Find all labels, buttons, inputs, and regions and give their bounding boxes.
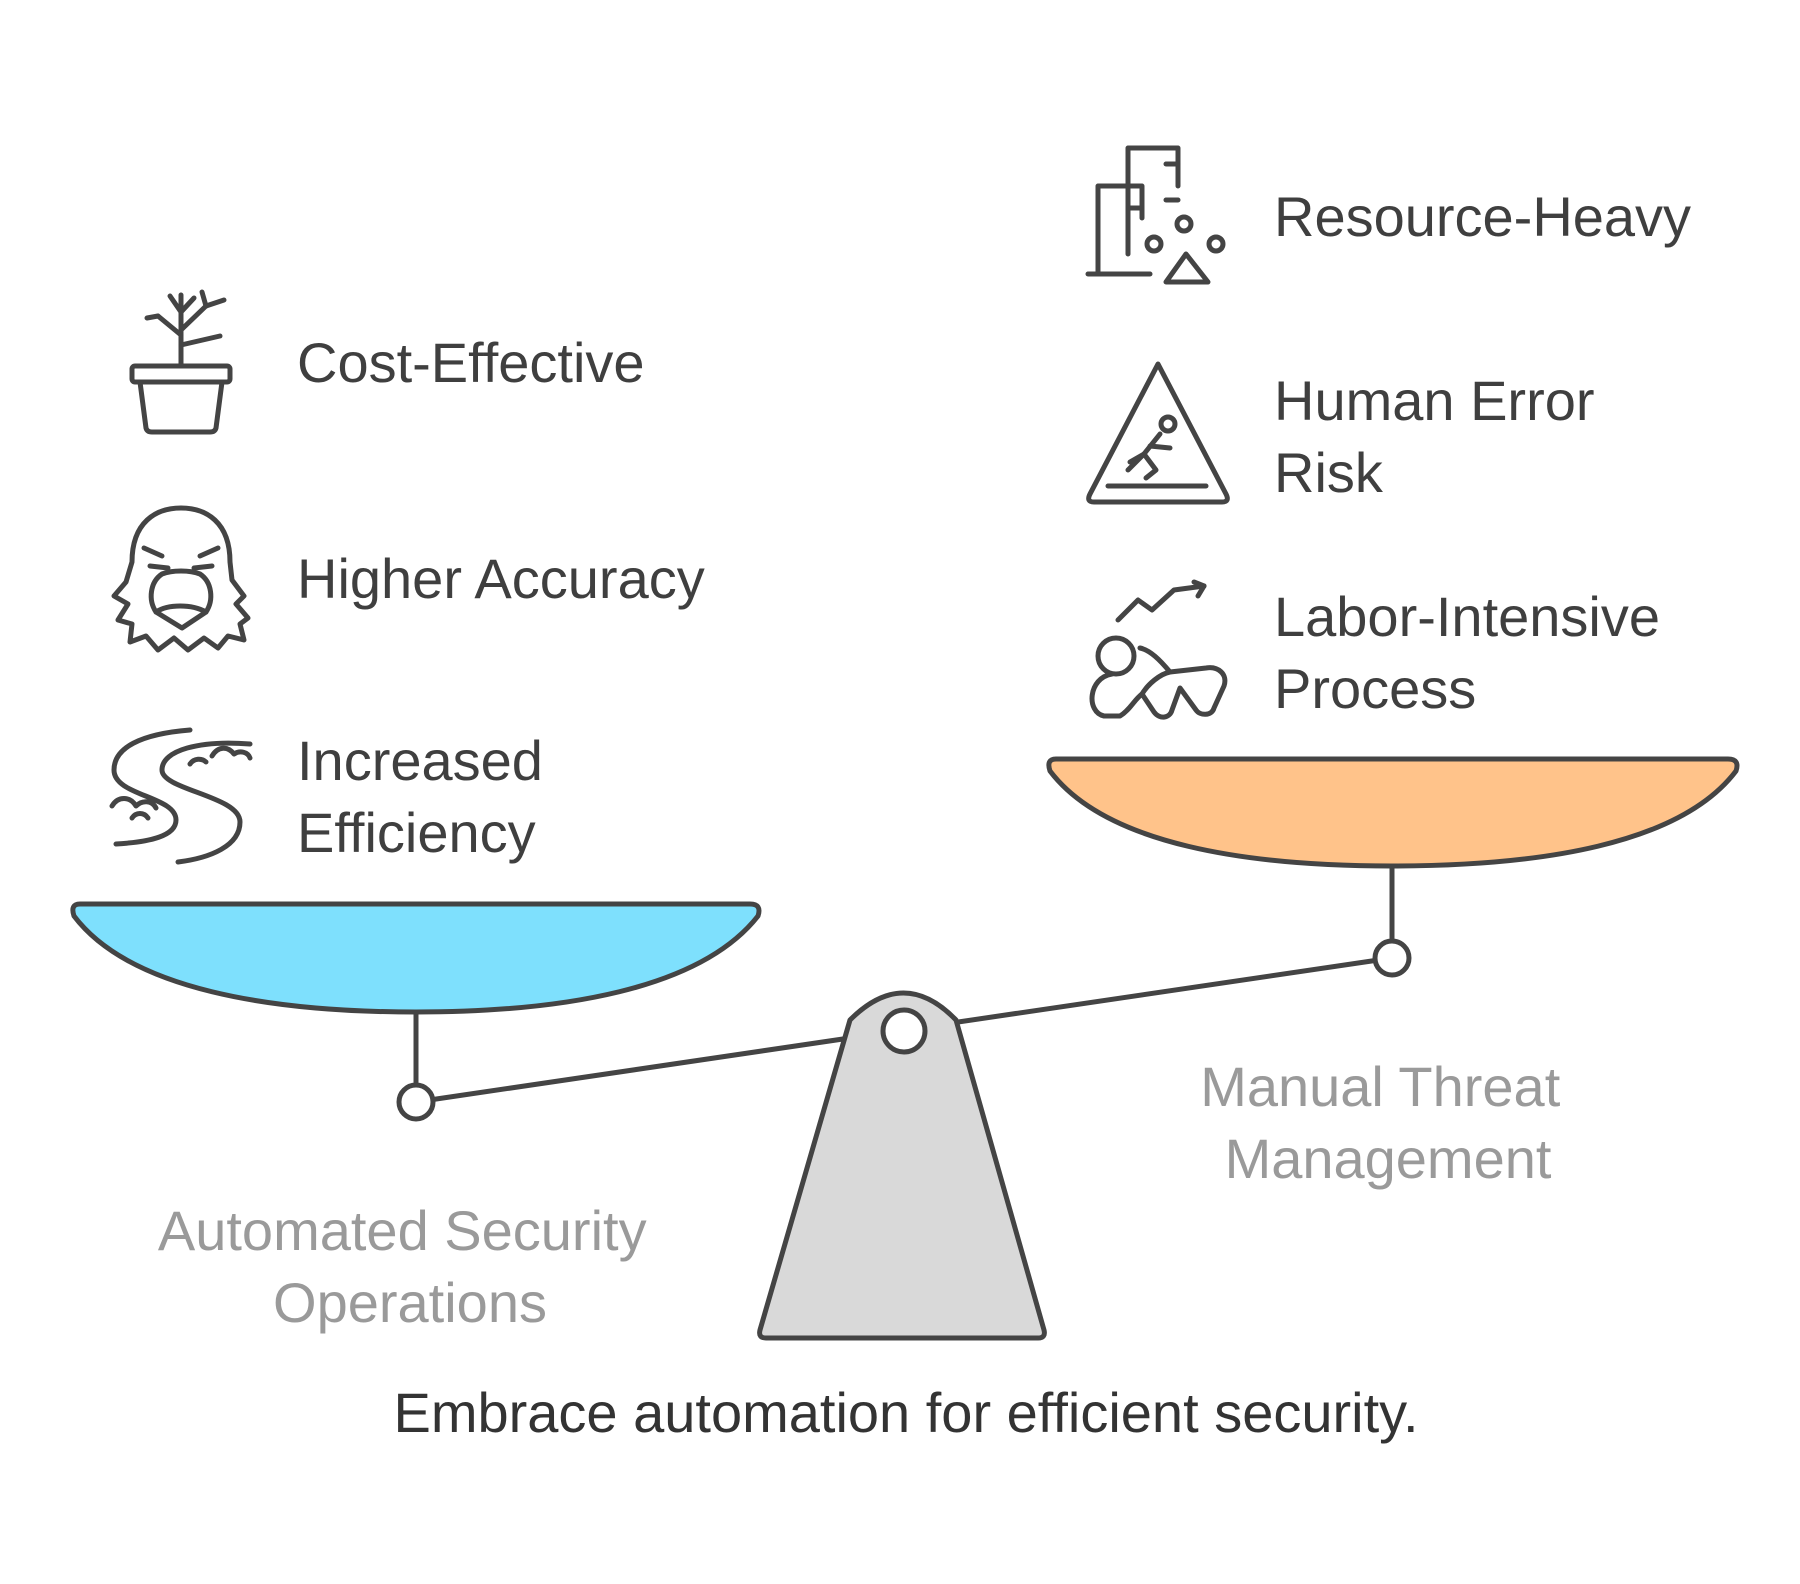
item-cost-effective-label: Cost-Effective <box>297 331 645 394</box>
item-human-error-risk-label: Human Error Risk <box>1274 369 1610 504</box>
right-hanger-joint <box>1372 938 1412 978</box>
right-side-label: Manual Threat Management <box>1200 1055 1576 1190</box>
item-increased-efficiency-label: Increased Efficiency <box>297 729 559 864</box>
item-labor-intensive-process-label: Labor-Intensive Process <box>1274 585 1676 720</box>
fulcrum <box>757 990 1047 1341</box>
left-pan <box>70 901 762 1015</box>
left-side-label: Automated Security Operations <box>158 1199 662 1334</box>
winding-river-icon <box>109 727 253 865</box>
potted-plant-icon <box>129 289 233 435</box>
slip-hazard-warning-icon <box>1086 361 1230 505</box>
buildings-resources-icon <box>1085 145 1226 285</box>
fulcrum-pivot <box>880 1007 928 1055</box>
left-hanger-joint <box>396 1082 436 1122</box>
diagram-caption: Embrace automation for efficient securit… <box>393 1381 1418 1444</box>
eagle-icon <box>111 505 251 653</box>
item-higher-accuracy-label: Higher Accuracy <box>297 547 705 610</box>
right-pan <box>1046 756 1740 869</box>
crawling-person-chart-icon <box>1089 579 1228 720</box>
item-resource-heavy-label: Resource-Heavy <box>1274 185 1691 248</box>
